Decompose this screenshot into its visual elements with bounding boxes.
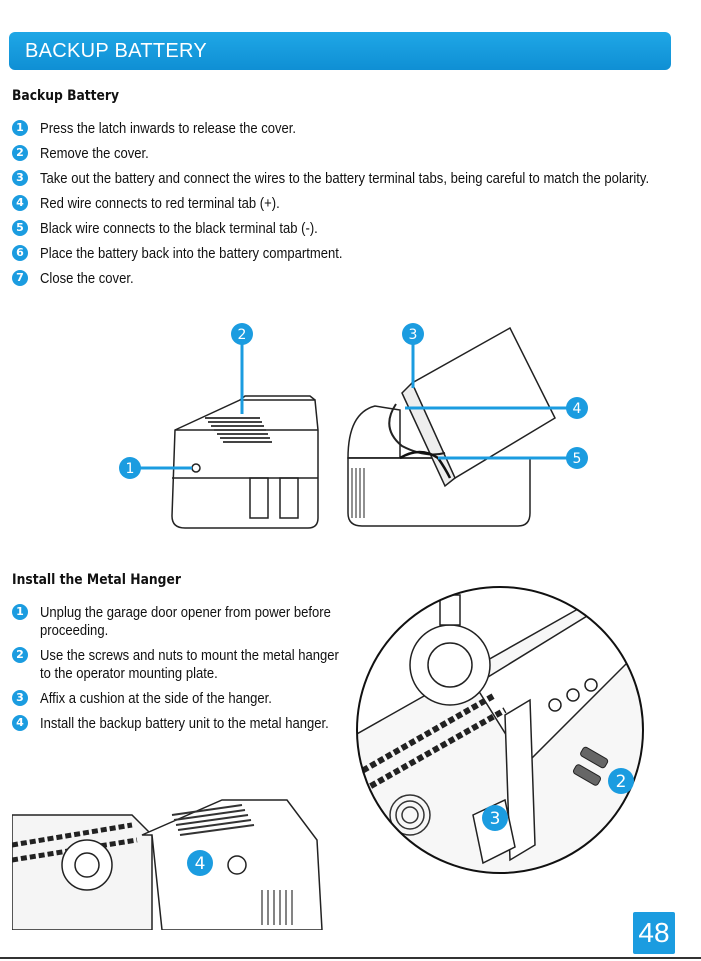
metal-hanger-inset-illustration: 2 3 xyxy=(356,586,644,874)
step-number-badge: 2 xyxy=(12,647,28,663)
latch-icon xyxy=(191,463,201,473)
step-number-badge: 1 xyxy=(12,604,28,620)
motor-fins-icon xyxy=(261,890,293,925)
callout-4: 4 xyxy=(405,397,588,419)
page-number-badge: 48 xyxy=(633,912,675,954)
svg-text:5: 5 xyxy=(573,451,582,467)
opener-with-battery-illustration: 4 xyxy=(12,799,323,930)
step-number-badge: 4 xyxy=(12,195,28,211)
callout-1: 1 xyxy=(119,457,192,479)
step-number-badge: 1 xyxy=(12,120,28,136)
metal-hanger-bracket-icon xyxy=(504,678,598,862)
step-number-badge: 4 xyxy=(12,715,28,731)
step-number-badge: 3 xyxy=(12,170,28,186)
callout-2: 2 xyxy=(231,323,253,414)
opener-housing-icon xyxy=(12,799,323,930)
svg-text:4: 4 xyxy=(195,854,206,874)
callout-5: 5 xyxy=(438,447,588,469)
sprocket-gear-icon xyxy=(61,839,113,891)
battery-vent-grille-icon xyxy=(171,804,255,836)
callout-4: 4 xyxy=(187,850,213,876)
vent-grille-icon xyxy=(389,794,431,836)
banner-title: BACKUP BATTERY xyxy=(25,39,208,62)
svg-text:2: 2 xyxy=(238,327,247,343)
screw-nut-icon xyxy=(572,746,609,786)
svg-text:2: 2 xyxy=(616,772,627,792)
footer-divider xyxy=(0,957,701,959)
section-title-metal-hanger: Install the Metal Hanger xyxy=(12,572,181,588)
sprocket-gear-icon xyxy=(409,594,491,706)
callout-2: 2 xyxy=(608,768,634,794)
svg-text:1: 1 xyxy=(126,461,135,477)
callout-3: 3 xyxy=(482,805,508,831)
battery-compartment-open-icon xyxy=(347,405,531,527)
chain-icon xyxy=(357,692,507,798)
svg-text:3: 3 xyxy=(409,327,418,343)
battery-unit-closed-icon xyxy=(171,395,319,529)
step-number-badge: 7 xyxy=(12,270,28,286)
svg-text:3: 3 xyxy=(490,809,501,829)
step-number-badge: 3 xyxy=(12,690,28,706)
step-number-badge: 5 xyxy=(12,220,28,236)
step-number-badge: 2 xyxy=(12,145,28,161)
battery-illustration: 1 2 3 4 5 xyxy=(119,323,588,529)
battery-vent-grille-icon xyxy=(205,417,272,443)
step-number-badge: 6 xyxy=(12,245,28,261)
callout-3: 3 xyxy=(402,323,424,388)
section-banner: BACKUP BATTERY xyxy=(9,32,671,70)
svg-text:4: 4 xyxy=(573,401,582,417)
inset-circle-border xyxy=(356,586,644,874)
section-title-backup-battery: Backup Battery xyxy=(12,88,120,104)
